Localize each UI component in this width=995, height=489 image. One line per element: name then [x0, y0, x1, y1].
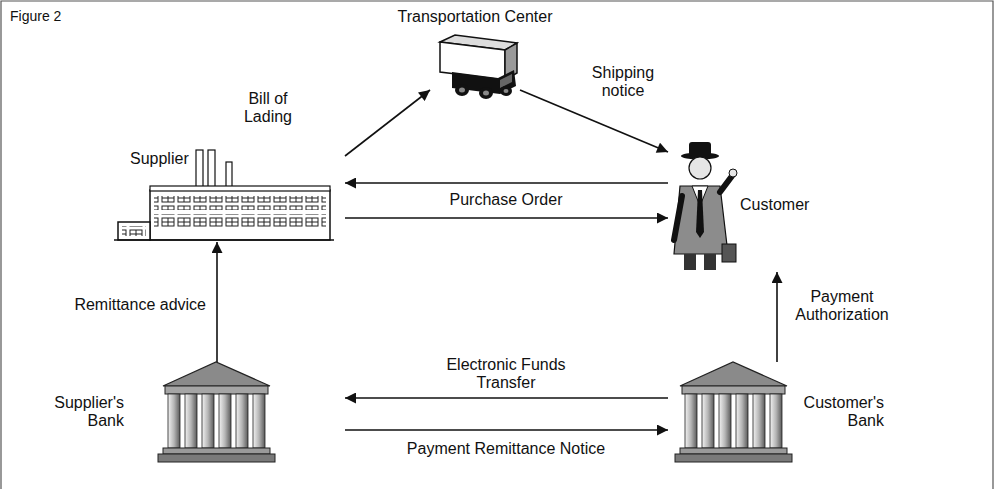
- edge-label: Bill of Lading: [236, 90, 300, 126]
- icon-node: Supplier: [118, 148, 345, 242]
- flow-arrow: [345, 397, 668, 399]
- node-label: Supplier's Bank: [48, 394, 124, 430]
- node-label: Customer's Bank: [798, 394, 884, 430]
- truck-icon: [440, 35, 517, 99]
- edge-label: Electronic Funds Transfer: [436, 356, 576, 392]
- edge-label: Purchase Order: [406, 191, 606, 209]
- flow-arrow: [345, 90, 430, 156]
- node-label: Transportation Center: [365, 8, 585, 26]
- flow-arrow: [776, 272, 778, 362]
- node-label: Supplier: [130, 150, 210, 168]
- factory-icon: [114, 150, 334, 240]
- node-label: Customer: [740, 196, 824, 214]
- flow-arrow: [345, 182, 668, 184]
- flow-arrow: [345, 217, 668, 219]
- icon-node: Supplier's Bank: [48, 362, 345, 462]
- edge-label: Payment Authorization: [787, 288, 897, 324]
- figure-label: Figure 2: [10, 8, 130, 24]
- edge-label: Payment Remittance Notice: [346, 440, 666, 458]
- icon-node: Customer's Bank: [668, 362, 880, 462]
- edge-label: Remittance advice: [60, 296, 206, 314]
- customer-figure: [674, 142, 737, 270]
- flow-arrow: [345, 429, 668, 431]
- bank-icon: [675, 362, 792, 462]
- icon-node: Customer: [668, 138, 808, 272]
- icon-node: Transportation Center: [430, 36, 520, 98]
- edge-label: Shipping notice: [585, 64, 661, 100]
- bank-icon: [158, 362, 275, 462]
- flow-arrow: [216, 242, 218, 362]
